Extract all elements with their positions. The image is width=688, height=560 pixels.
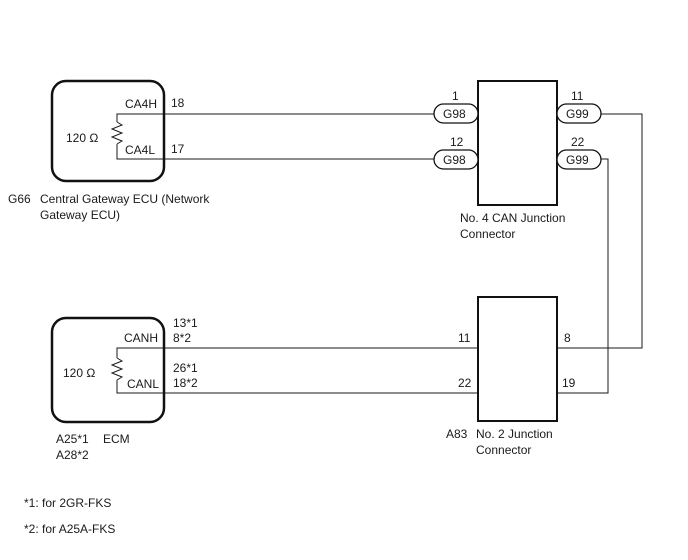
ecm-pin-low-label: CANL — [127, 377, 159, 391]
junction-4-left-bottom-pin: 12 — [450, 135, 464, 149]
gateway-name-line1: Central Gateway ECU (Network — [40, 192, 210, 206]
ecm-code1: A25*1 — [56, 432, 89, 446]
junction-4-left-top-conn: G98 — [443, 107, 466, 121]
ecm-pin-low-num1: 26*1 — [173, 361, 198, 375]
footnote-1: *1: for 2GR-FKS — [24, 496, 111, 510]
ecm-internal-high — [116, 347, 164, 358]
junction-4-left-bottom-conn: G98 — [443, 153, 466, 167]
wire-g99-11-to-a83-8 — [557, 113, 643, 349]
junction-4-right-top-pin: 11 — [571, 89, 584, 103]
junction-4-left-top-connector — [433, 103, 479, 124]
junction-2-code: A83 — [446, 427, 468, 441]
junction-4: 1 G98 12 G98 11 G99 22 G99 No. 4 CAN Jun… — [433, 80, 602, 241]
gateway-internal-high — [116, 113, 164, 122]
ecm-name: ECM — [103, 432, 130, 446]
junction-4-box — [477, 80, 558, 206]
ecm-resistor-label: 120 Ω — [63, 366, 95, 380]
ecm-resistor-icon — [110, 357, 124, 381]
junction-4-right-bottom-pin: 22 — [571, 135, 585, 149]
gateway-name-line2: Gateway ECU) — [40, 208, 120, 222]
footnote-2: *2: for A25A-FKS — [24, 522, 115, 536]
ecm-pin-high-label: CANH — [124, 331, 158, 345]
junction-4-right-bottom-conn: G99 — [566, 153, 589, 167]
junction-4-right-top-connector — [556, 103, 602, 124]
gateway-internal-low — [116, 144, 164, 160]
ecm-code2: A28*2 — [56, 448, 89, 462]
footnotes: *1: for 2GR-FKS *2: for A25A-FKS — [24, 496, 115, 536]
junction-4-right-bottom-connector — [556, 149, 602, 170]
gateway-pin-low-label: CA4L — [125, 143, 155, 157]
junction-4-name-line1: No. 4 CAN Junction — [460, 211, 565, 225]
junction-2-right-top-pin: 8 — [564, 331, 571, 345]
gateway-pin-low-num: 17 — [171, 142, 185, 156]
gateway-resistor-label: 120 Ω — [66, 131, 98, 145]
gateway-code: G66 — [8, 192, 31, 206]
junction-4-left-bottom-connector — [433, 149, 479, 170]
junction-2-name-line2: Connector — [476, 443, 531, 457]
ecm-box — [50, 316, 166, 424]
junction-2-name-line1: No. 2 Junction — [476, 427, 553, 441]
ecm: 120 Ω CANH CANL 13*1 8*2 26*1 18*2 A25*1… — [50, 316, 198, 462]
gateway-ecu: 120 Ω CA4H CA4L 18 17 G66 Central Gatewa… — [8, 79, 210, 222]
gateway-pin-high-num: 18 — [171, 96, 185, 110]
ecm-pin-high-num2: 8*2 — [173, 331, 191, 345]
ecm-internal-low — [116, 380, 164, 394]
wire-g99-22-to-a83-19 — [557, 158, 609, 394]
ecm-pin-low-num2: 18*2 — [173, 376, 198, 390]
junction-2-box — [477, 296, 558, 422]
gateway-resistor-icon — [110, 121, 124, 145]
gateway-ecu-box — [50, 79, 166, 183]
junction-2-left-top-pin: 11 — [458, 331, 471, 345]
junction-4-name-line2: Connector — [460, 227, 515, 241]
junction-4-left-top-pin: 1 — [452, 89, 459, 103]
gateway-pin-high-label: CA4H — [125, 97, 157, 111]
junction-4-right-top-conn: G99 — [566, 107, 589, 121]
junction-2-right-bottom-pin: 19 — [562, 376, 576, 390]
junction-2: 11 22 8 19 A83 No. 2 Junction Connector — [446, 296, 576, 457]
ecm-pin-high-num1: 13*1 — [173, 316, 198, 330]
junction-2-left-bottom-pin: 22 — [458, 376, 472, 390]
